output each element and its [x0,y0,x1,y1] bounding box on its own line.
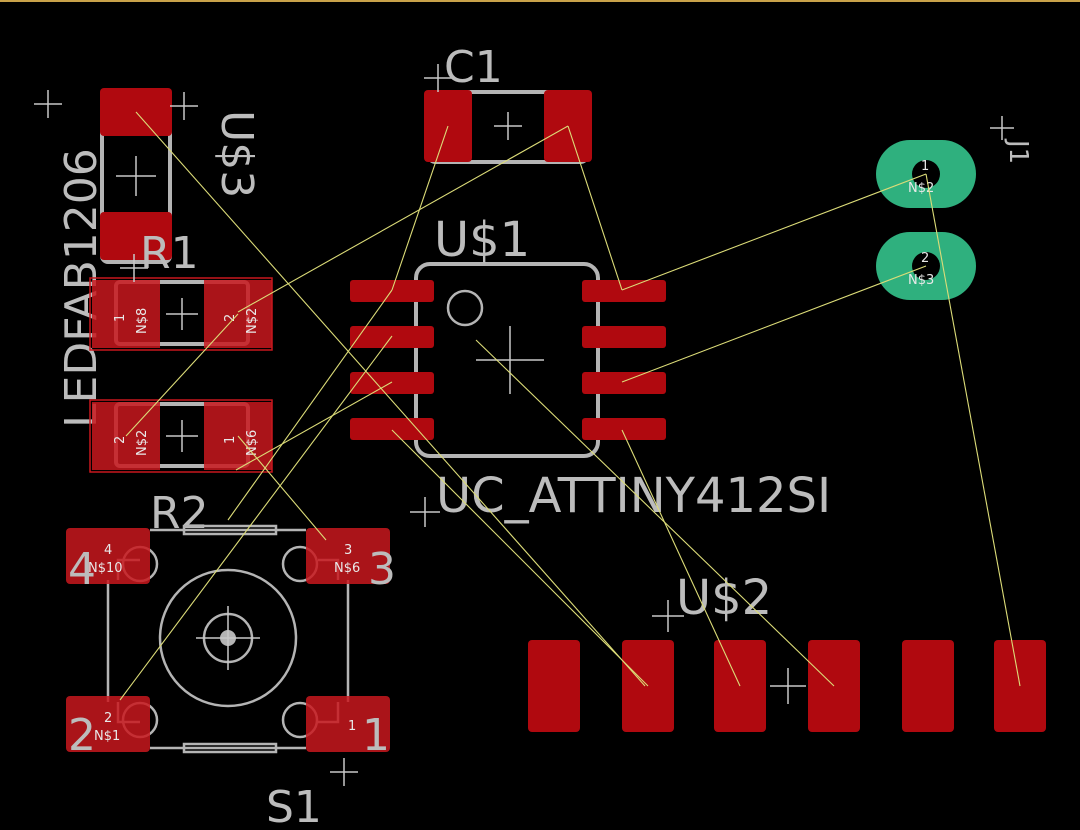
us1-pin1-marker [446,289,484,327]
s1-pad-3-net: N$6 [334,561,360,576]
us1-pad-2[interactable] [350,326,434,348]
r2-pad-1-number: 1 [223,436,238,444]
r2-pad-2-number: 2 [113,436,128,444]
us2-pad-1[interactable] [528,640,580,732]
us1-pad-1[interactable] [350,280,434,302]
r1-pad-1-net: N$8 [135,308,150,334]
j1-pad-2-net: N$3 [908,273,934,288]
component-s1[interactable]: 4 3 2 1 4 N$10 3 N$6 2 N$1 1 S1 [66,524,396,830]
s1-pad-3[interactable] [306,528,390,584]
us3-name-label: U$3 [211,110,262,198]
airwire [135,111,646,687]
r1-pad-1-number: 1 [113,314,128,322]
us1-pad-6[interactable] [582,372,666,394]
s1-pin-label-1: 1 [362,710,390,761]
us1-name-label: U$1 [434,212,530,268]
component-us2[interactable]: U$2 [528,570,1046,732]
s1-pad-4-net: N$10 [88,561,123,576]
r1-center-cross [166,298,198,330]
r2-pad-2-net: N$2 [135,430,150,456]
component-us1[interactable]: U$1 UC_ATTINY412SI [350,212,831,527]
c1-origin-cross [424,64,452,92]
component-c1[interactable]: C1 [424,42,592,164]
airwire [475,339,835,687]
airwire [621,265,927,383]
s1-pad-3-number: 3 [344,543,352,558]
airwire [237,435,327,541]
us1-center-cross [476,326,544,394]
us1-body-outline [414,262,600,458]
s1-center-cross [196,606,260,670]
airwire [391,125,449,291]
s1-pad-1-number: 1 [348,719,356,734]
s1-pad-2-net: N$1 [94,729,120,744]
s1-pin-label-4: 4 [68,544,96,595]
airwire [621,173,927,291]
us1-pad-8[interactable] [582,280,666,302]
r2-center-cross [166,420,198,452]
s1-pin-label-2: 2 [68,710,96,761]
us1-pad-7[interactable] [582,326,666,348]
j1-pad-2-number: 2 [921,251,929,266]
us1-pad-4[interactable] [350,418,434,440]
us3-pad-bottom[interactable] [100,212,172,260]
s1-pad-2-number: 2 [104,711,112,726]
r2-name-label: R2 [150,488,209,539]
s1-pad-4-number: 4 [104,543,112,558]
r1-origin-cross [120,254,148,282]
airwire [567,125,623,291]
airwires [119,111,1021,701]
j1-origin-cross [990,116,1014,140]
j1-name-label: J1 [1003,138,1033,164]
us1-pad-5[interactable] [582,418,666,440]
r1-pad-1[interactable] [92,280,160,348]
s1-pin-label-3: 3 [368,544,396,595]
us3-center-cross [116,156,156,196]
airwire [227,289,393,521]
s1-pad-1[interactable] [306,696,390,752]
us2-pad-5[interactable] [902,640,954,732]
us1-value-label: UC_ATTINY412SI [436,468,831,524]
airwire [621,429,741,687]
s1-top-bar [182,524,278,536]
airwire [235,381,393,471]
airwire [119,335,393,701]
s1-pad-2[interactable] [66,696,150,752]
s1-actuator-outer [158,568,298,708]
c1-name-label: C1 [444,42,503,93]
us2-origin-cross [652,600,684,632]
r1-pad-2-number: 2 [223,314,238,322]
r1-pad-2-net: N$2 [245,308,260,334]
airwire [125,313,239,437]
j1-pad-1-net: N$2 [908,181,934,196]
c1-center-cross [494,112,522,140]
s1-pad-4[interactable] [66,528,150,584]
r2-pad-1-net: N$6 [245,430,260,456]
s1-name-label: S1 [266,782,322,830]
airwire [925,173,1021,687]
us1-origin-cross [410,497,440,527]
airwire [391,429,649,687]
us3-origin-cross-2 [170,92,198,120]
us3-origin-cross [34,90,62,118]
s1-bottom-bar [182,742,278,754]
us2-center-cross [770,668,806,704]
r1-name-label: R1 [140,228,199,279]
component-r1[interactable]: R1 1 N$8 2 N$2 [89,228,273,351]
airwire [237,125,569,313]
s1-origin-cross [330,758,358,786]
j1-pad-1-number: 1 [921,159,929,174]
